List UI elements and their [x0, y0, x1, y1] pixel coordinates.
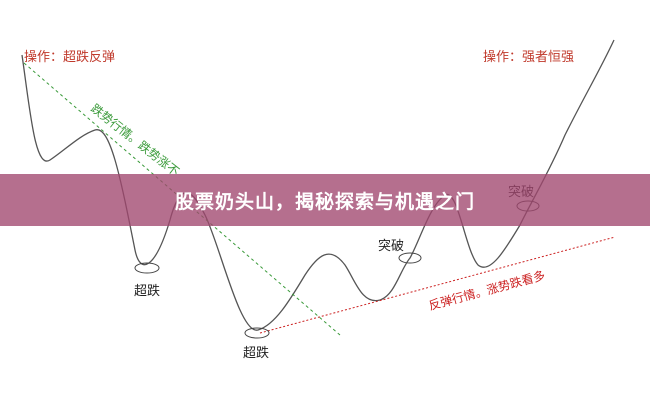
title-banner: 股票奶头山，揭秘探索与机遇之门 [0, 174, 650, 226]
operation-right-label: 操作：强者恒强 [483, 49, 574, 65]
oversold-label-2: 超跌 [243, 345, 269, 361]
price-curve [21, 39, 615, 331]
downtrend-label: 跌势行情。跌势涨不 [88, 101, 182, 179]
uptrend-label: 反弹行情。涨势跌看多 [427, 267, 547, 313]
breakout-label-1: 突破 [378, 238, 404, 254]
operation-left-label: 操作：超跌反弹 [24, 49, 115, 65]
oversold-marker-1 [134, 262, 160, 274]
breakout-marker-1 [398, 252, 422, 264]
uptrend-line [259, 236, 616, 334]
oversold-label-1: 超跌 [134, 283, 160, 299]
banner-title: 股票奶头山，揭秘探索与机遇之门 [174, 190, 475, 213]
oversold-marker-2 [244, 327, 270, 339]
